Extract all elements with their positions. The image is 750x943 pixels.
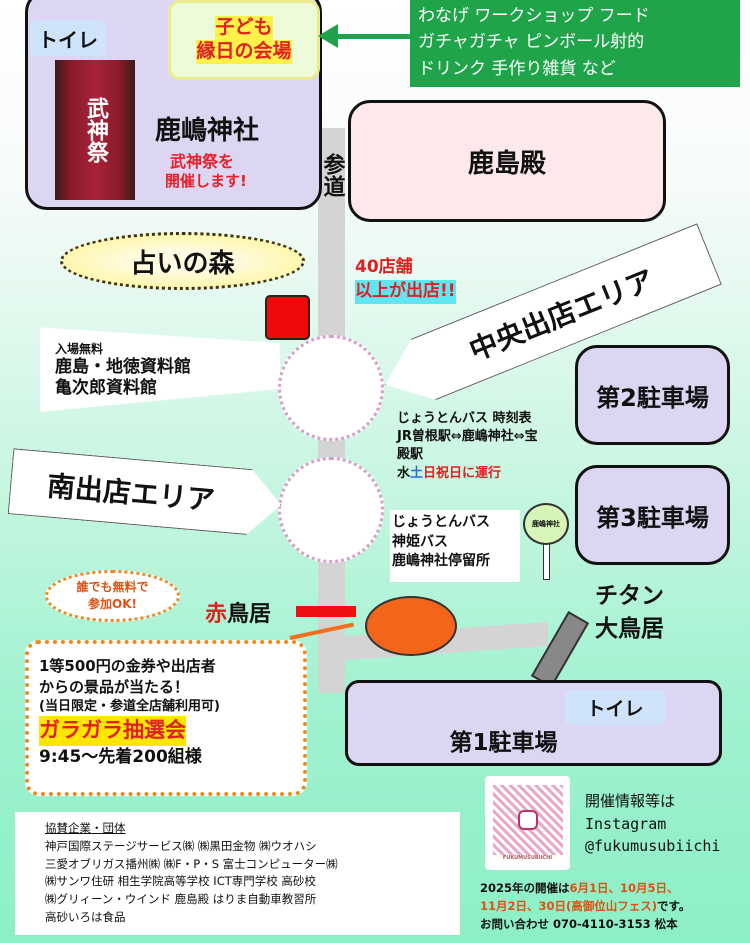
kids-venue-box: 子ども 縁日の会場 — [168, 0, 320, 80]
titanium-line2: 大鳥居 — [595, 616, 664, 643]
parking-1-label: 第1駐車場 — [449, 730, 558, 756]
bus-stop-sign-icon: 鹿嶋神社 — [523, 503, 569, 545]
sponsor-line: ㈱グリィーン・ウインド 鹿島殿 はりま自動車教習所 — [45, 892, 317, 907]
qr-caption: FUKUMUSUBIICHI — [502, 855, 553, 861]
info-line1: 開催情報等は — [585, 792, 676, 810]
bus-stop-sign-text: 鹿嶋神社 — [532, 520, 560, 528]
shops-count-label: 40店舗 以上が出店!! — [355, 256, 456, 304]
bus-line1: じょうとんバス 時刻表 — [397, 411, 532, 426]
lottery-box: 1等500円の金券や出店者 からの景品が当たる！ (当日限定・参道全店舗利用可)… — [25, 640, 307, 796]
banner-text: 武神祭 — [83, 97, 108, 163]
busstop-line1: じょうとんバス — [392, 514, 490, 530]
south-area-label: 南出店エリア — [45, 469, 217, 517]
lottery-line2: からの景品が当たる！ — [39, 678, 190, 696]
bus-wed: 水 — [397, 465, 411, 481]
instagram-handle[interactable]: @fukumusubiichi — [585, 837, 721, 855]
sponsor-line: 三愛オブリガス播州㈱ ㈱F・P・S 富士コンピューター㈱ — [45, 856, 338, 871]
torii-char: 鳥居 — [227, 602, 272, 627]
lottery-title: ガラガラ抽選会 — [39, 716, 186, 746]
plaza-circle-south — [278, 457, 384, 563]
bus-stop-pole — [543, 540, 550, 580]
kids-line1: 子ども — [215, 16, 273, 40]
activities-line2: ガチャガチャ ピンボール射的 — [418, 32, 645, 53]
busstop-line3: 鹿嶋神社停留所 — [392, 553, 490, 570]
green-arrowhead-icon — [318, 24, 338, 48]
kashimaden-building: 鹿島殿 — [348, 100, 666, 222]
titanium-torii-label: チタン 大鳥居 — [595, 580, 664, 647]
bus-line3: 殿駅 — [397, 447, 424, 463]
qr-pattern — [492, 785, 563, 855]
activities-line1: わなげ ワークショップ フード — [418, 6, 650, 26]
busstop-line2: 神姫バス — [392, 533, 448, 550]
shops-line2: 以上が出店!! — [355, 279, 456, 304]
shops-line1: 40店舗 — [355, 257, 413, 277]
free-line2: 参加OK! — [88, 597, 137, 611]
bus-stop-info: じょうとんバス 神姫バス 鹿嶋神社停留所 — [390, 510, 520, 582]
free-badge: 誰でも無料で 参加OK! — [45, 570, 180, 622]
info-text: 開催情報等は Instagram @fukumusubiichi — [585, 790, 720, 858]
parking-1: 第1駐車場 — [345, 680, 722, 766]
titanium-line1: チタン — [595, 583, 664, 609]
red-square-marker — [265, 295, 310, 340]
lottery-line3: (当日限定・参道全店舗利用可) — [39, 699, 220, 714]
schedule-suffix: です。 — [657, 898, 691, 913]
bushinsai-banner-photo: 武神祭 — [55, 60, 135, 200]
green-arrow-icon — [322, 34, 412, 39]
schedule-dates2: 11月2日、30日(高御位山フェス) — [480, 898, 658, 913]
uranai-forest: 占いの森 — [60, 232, 305, 290]
parking-3: 第3駐車場 — [575, 465, 730, 565]
sponsor-line: 神戸国際ステージサービス㈱ ㈱黒田金物 ㈱ウオハシ — [45, 838, 317, 853]
free-line1: 誰でも無料で — [76, 580, 149, 595]
parking-2: 第2駐車場 — [575, 345, 730, 445]
bus-sun: 日祝日 — [423, 465, 463, 481]
red-char: 赤 — [205, 602, 228, 627]
red-torii-label: 赤鳥居 — [205, 596, 271, 628]
schedule-text: 2025年の開催は6月1日、10月5日、 11月2日、30日(高御位山フェス)で… — [480, 880, 750, 933]
kids-line2: 縁日の会場 — [196, 40, 292, 64]
activities-box: わなげ ワークショップ フード ガチャガチャ ピンボール射的 ドリンク 手作り雑… — [410, 0, 740, 87]
schedule-dates1: 6月1日、10月5日、 — [569, 881, 679, 895]
shrine-event-line1: 武神祭を — [170, 152, 235, 171]
sponsor-line: ㈱サンワ住研 相生学院高等学校 ICT専門学校 高砂校 — [45, 874, 316, 889]
sponsors-box: 協賛企業・団体 神戸国際ステージサービス㈱ ㈱黒田金物 ㈱ウオハシ 三愛オブリガ… — [15, 812, 460, 935]
contact: お問い合わせ 070-4110-3153 松本 — [480, 916, 678, 931]
shrine-toilet-label: トイレ — [30, 20, 106, 56]
museum-line3: 亀次郎資料館 — [55, 378, 157, 399]
plaza-circle-north — [278, 335, 384, 441]
instagram-qr-code[interactable]: FUKUMUSUBIICHI — [485, 776, 570, 870]
toilet-label-2: トイレ — [565, 690, 665, 725]
lottery-time: 9:45～先着200組様 — [39, 746, 202, 767]
museum-sign: 入場無料 鹿島・地徳資料館 亀次郎資料館 — [40, 327, 280, 412]
schedule-prefix: 2025年の開催は — [480, 881, 570, 895]
museum-free: 入場無料 — [55, 342, 104, 356]
sponsor-line: 高砂いろは食品 — [45, 910, 126, 925]
bus-line2: JR曽根駅⇔鹿嶋神社⇔宝 — [397, 429, 538, 445]
shrine-event-line2: 開催します! — [165, 172, 247, 190]
lottery-line1: 1等500円の金券や出店者 — [39, 657, 216, 675]
activities-line3: ドリンク 手作り雑貨 など — [418, 58, 616, 79]
info-line2: Instagram — [585, 814, 667, 833]
venue-ellipse — [365, 596, 457, 656]
sponsors-title: 協賛企業・団体 — [45, 821, 126, 835]
red-torii-marker — [296, 606, 356, 617]
museum-line2: 鹿島・地徳資料館 — [55, 357, 191, 377]
bus-run: に運行 — [462, 465, 502, 481]
south-area-sign: 南出店エリア — [8, 448, 285, 537]
instagram-icon — [517, 810, 538, 830]
shrine-name: 鹿嶋神社 — [155, 116, 260, 146]
sando-label: 参道 — [319, 153, 345, 197]
bus-timetable: じょうとんバス 時刻表 JR曽根駅⇔鹿嶋神社⇔宝 殿駅 水土日祝日に運行 — [397, 410, 538, 483]
bus-sat: 土 — [410, 465, 424, 481]
